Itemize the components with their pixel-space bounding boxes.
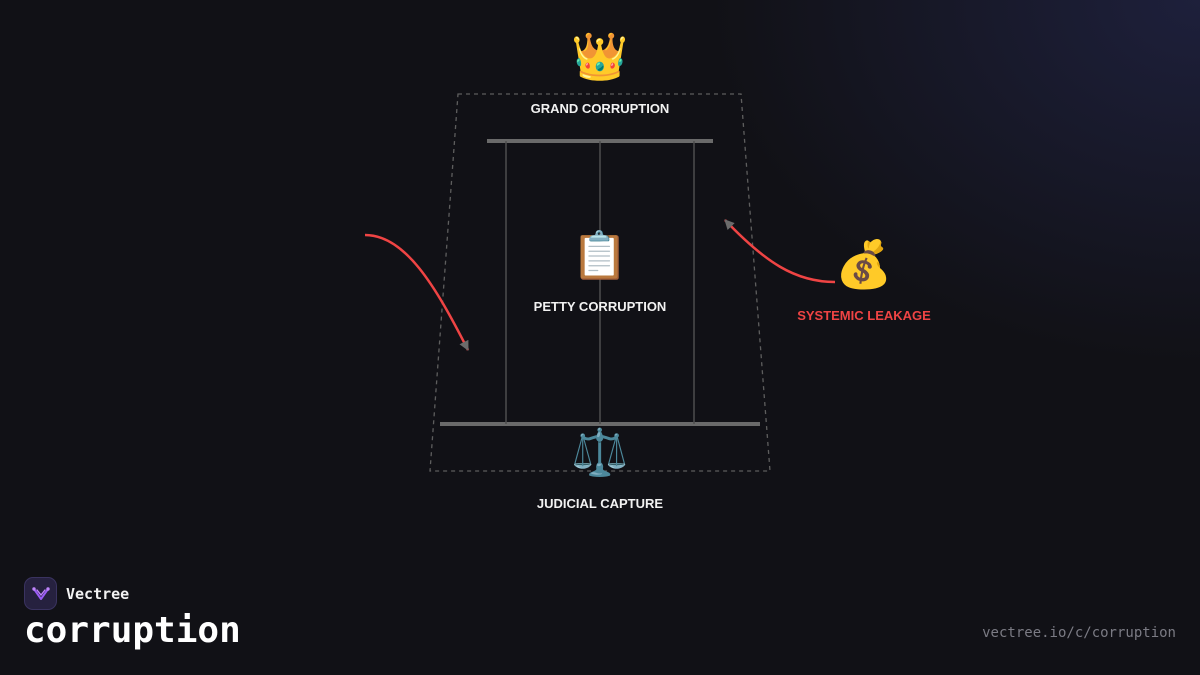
arrow-left-inflow xyxy=(364,233,470,351)
money-bag-icon: 💰 xyxy=(835,237,893,291)
crown-icon: 👑 xyxy=(571,29,629,83)
brand-name: Vectree xyxy=(66,584,130,603)
page-url-link[interactable]: vectree.io/c/corruption xyxy=(982,625,1176,641)
node-label-grand-corruption: GRAND CORRUPTION xyxy=(530,101,670,116)
vectree-logo-icon xyxy=(24,577,57,610)
page-title: corruption xyxy=(24,610,241,651)
scales-icon: ⚖️ xyxy=(571,425,629,479)
node-label-petty-corruption: PETTY CORRUPTION xyxy=(533,299,667,314)
node-label-systemic-leakage: SYSTEMIC LEAKAGE xyxy=(797,308,931,323)
brand: Vectree xyxy=(24,577,129,610)
clipboard-icon: 📋 xyxy=(571,228,629,282)
arrow-systemic-leakage xyxy=(724,219,836,284)
node-label-judicial-capture: JUDICIAL CAPTURE xyxy=(536,496,664,511)
